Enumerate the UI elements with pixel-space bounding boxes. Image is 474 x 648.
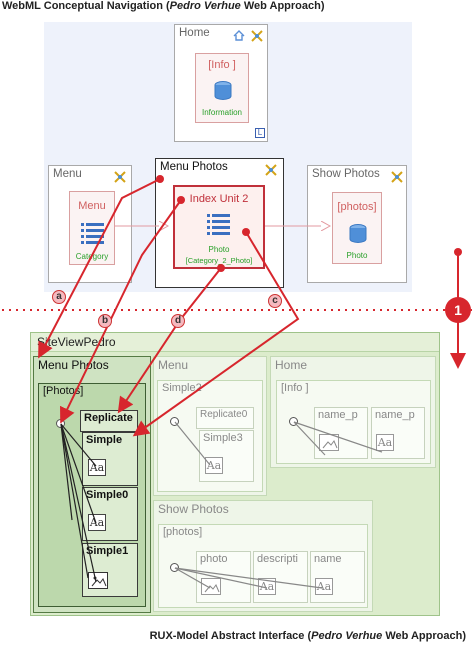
badge-c: c — [268, 294, 282, 308]
landmark-icon — [265, 164, 277, 176]
top-caption-name: Pedro Verhue — [169, 0, 241, 12]
index-unit-2-entity: Photo — [208, 245, 230, 254]
rux-descripti-label: descripti — [257, 553, 298, 565]
rux-info-title: [Info ] — [281, 382, 309, 394]
top-caption-suffix: Web Approach) — [240, 0, 325, 12]
image-field-icon — [88, 572, 108, 589]
webml-index-unit-2[interactable]: Index Unit 2 Photo [Category_2_Photo] — [173, 185, 265, 269]
rux-name-p-1[interactable]: name_p — [314, 407, 368, 459]
rux-name[interactable]: name Aa — [310, 551, 365, 603]
text-field-icon: Aa — [258, 578, 276, 595]
database-icon — [214, 81, 232, 100]
rux-menu-title: Menu — [158, 358, 189, 372]
rux-photos-data-title: [photos] — [163, 526, 203, 538]
rux-simple3[interactable]: Simple3 Aa — [199, 430, 254, 482]
badge-a: a — [52, 290, 66, 304]
webml-show-photos-title: Show Photos — [312, 168, 380, 180]
mapping-c-line — [132, 231, 300, 437]
rux-name-p-2-label: name_p — [375, 409, 415, 421]
landmark-badge: L — [255, 128, 265, 138]
database-icon — [349, 224, 367, 243]
rux-simple2-title: Simple2 — [162, 382, 202, 394]
landmark-icon — [391, 171, 403, 183]
webml-show-photos-data-unit[interactable]: [photos] Photo — [332, 192, 382, 264]
rux-simple0-label: Simple0 — [86, 489, 129, 501]
step-badge-1: 1 — [445, 297, 471, 323]
rux-home-title: Home — [275, 358, 308, 372]
rux-siteview-title: SiteViewPedro — [31, 333, 439, 352]
rux-name-p-2[interactable]: name_p Aa — [371, 407, 425, 459]
rux-name-label: name — [314, 553, 342, 565]
bottom-caption: RUX-Model Abstract Interface (Pedro Verh… — [150, 630, 466, 642]
mapping-d-line — [117, 267, 222, 414]
rux-simple1-label: Simple1 — [86, 545, 129, 557]
rux-replicate0[interactable]: Replicate0 — [196, 407, 254, 429]
text-field-icon: Aa — [88, 459, 106, 476]
mapping-b-line — [60, 199, 182, 424]
menu-unit-label: Menu — [78, 200, 106, 212]
text-field-icon: Aa — [205, 457, 223, 474]
home-unit-label: [Info ] — [208, 59, 236, 71]
home-unit-sub: Information — [201, 108, 243, 117]
show-photos-node — [170, 563, 179, 572]
home-node — [289, 417, 298, 426]
bottom-caption-suffix: Web Approach) — [382, 630, 466, 642]
bottom-caption-prefix: RUX-Model Abstract Interface ( — [149, 630, 312, 642]
mapping-a-line — [38, 178, 161, 359]
rux-photo-label: photo — [200, 553, 228, 565]
webml-menu-photos-title: Menu Photos — [160, 161, 228, 173]
top-caption-prefix: WebML Conceptual Navigation ( — [2, 0, 170, 12]
webml-home-data-unit[interactable]: [Info ] Information — [195, 53, 249, 123]
webml-menu-page[interactable]: Menu Menu Category — [48, 165, 132, 283]
index-unit-2-label: Index Unit 2 — [189, 193, 249, 205]
show-photos-unit-label: [photos] — [337, 201, 377, 213]
rux-show-photos-title: Show Photos — [158, 502, 229, 516]
rux-simple-label: Simple — [86, 434, 123, 446]
index-list-icon — [81, 223, 104, 244]
badge-b: b — [98, 314, 112, 328]
webml-home-page[interactable]: Home [Info ] Information L — [174, 24, 268, 142]
rux-binding-lines — [60, 423, 97, 583]
rux-binding-lines-grey — [174, 421, 383, 589]
rux-simple[interactable]: Simple Aa — [82, 432, 138, 486]
rux-photos-box-title: [Photos] — [43, 385, 84, 397]
menu-node — [170, 417, 179, 426]
rux-simple1[interactable]: Simple1 — [82, 543, 138, 597]
index-list-icon — [207, 214, 230, 235]
rux-replicate[interactable]: Replicate — [80, 410, 138, 432]
text-field-icon: Aa — [88, 514, 106, 531]
text-field-icon: Aa — [376, 434, 394, 451]
webml-home-title: Home — [179, 27, 210, 39]
webml-menu-title: Menu — [53, 168, 82, 180]
rux-name-p-1-label: name_p — [318, 409, 358, 421]
badge-d: d — [171, 314, 185, 328]
rux-simple0[interactable]: Simple0 Aa — [82, 487, 138, 541]
landmark-icon — [114, 171, 126, 183]
home-page-icons — [233, 30, 263, 42]
image-field-icon — [201, 578, 221, 595]
rux-replicate0-label: Replicate0 — [200, 409, 248, 420]
show-photos-unit-sub: Photo — [346, 251, 368, 260]
index-unit-2-relation: [Category_2_Photo] — [185, 256, 253, 265]
text-field-icon: Aa — [315, 578, 333, 595]
landmark-icon — [251, 30, 263, 42]
rux-descripti[interactable]: descripti Aa — [253, 551, 308, 603]
rux-replicate-label: Replicate — [84, 412, 133, 424]
top-caption: WebML Conceptual Navigation (Pedro Verhu… — [2, 0, 325, 12]
bottom-caption-name: Pedro Verhue — [311, 630, 383, 642]
rux-simple3-label: Simple3 — [203, 432, 243, 444]
